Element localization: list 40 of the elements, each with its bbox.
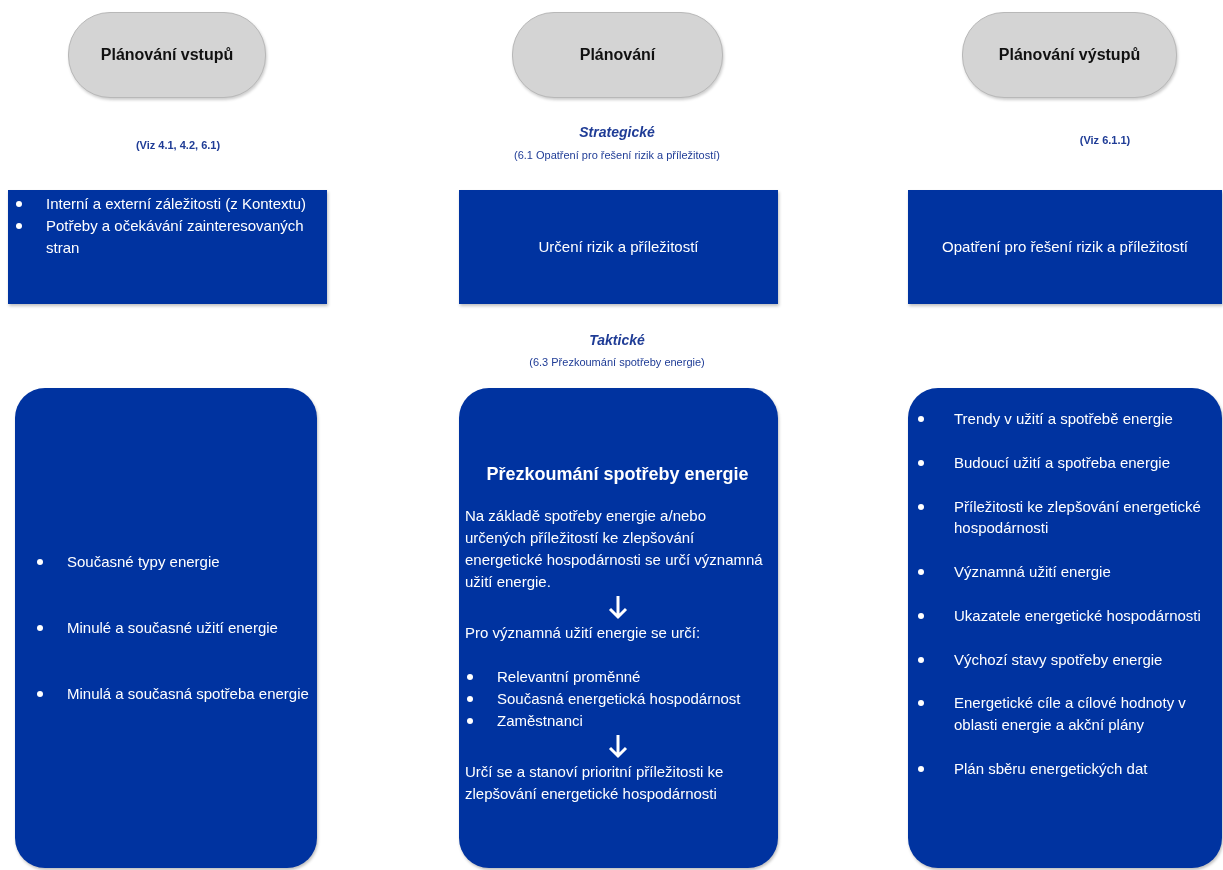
section-heading: Taktické <box>589 332 645 348</box>
list-item: Interní a externí záležitosti (z Kontextu) <box>46 194 307 214</box>
paragraph: Určí se a stanoví prioritní příležitosti ke zlepšování energetické hospodárnosti <box>465 762 725 805</box>
list-item: Ukazatele energetické hospodárnosti <box>954 605 1201 626</box>
phase-title: Plánování vstupů <box>100 46 234 64</box>
phase-title: Plánování výstupů <box>998 46 1141 64</box>
box-text: Určení rizik a příležitostí <box>537 237 700 258</box>
phase-pill <box>512 12 723 98</box>
reference-note: (6.3 Přezkoumání spotřeby energie) <box>529 356 705 368</box>
list-item: Relevantní proměnné <box>497 667 641 688</box>
phase-pill <box>962 12 1177 98</box>
list-item: Minulé a současné užití energie <box>67 618 278 639</box>
list-item: Budoucí užití a spotřeba energie <box>954 452 1170 473</box>
phase-pill <box>68 12 266 98</box>
list-item: Minulá a současná spotřeba energie <box>67 683 309 704</box>
list-item: Současné typy energie <box>67 552 220 573</box>
detail-card <box>15 388 317 868</box>
section-heading: Strategické <box>579 124 655 140</box>
paragraph: Na základě spotřeby energie a/nebo určených příležitostí ke zlepšování energetické hospodárnosti se určí významná užití energie. <box>465 506 764 592</box>
list-item: Energetické cíle a cílové hodnoty v oblasti energie a akční plány <box>954 693 1187 735</box>
process-box <box>8 190 327 304</box>
list-item: Zaměstnanci <box>497 710 583 731</box>
reference-note: (Viz 4.1, 4.2, 6.1) <box>135 139 221 151</box>
list-item: Výchozí stavy spotřeby energie <box>954 649 1163 670</box>
card-heading: Přezkoumání spotřeby energie <box>485 463 750 487</box>
list-item: Současná energetická hospodárnost <box>497 688 741 709</box>
detail-card <box>908 388 1222 868</box>
list-item: Plán sběru energetických dat <box>954 758 1148 779</box>
reference-note: (Viz 6.1.1) <box>1079 134 1131 146</box>
list-item: Trendy v užití a spotřebě energie <box>954 409 1173 429</box>
phase-title: Plánování <box>579 46 656 64</box>
list-item: Potřeby a očekávání zainteresovaných stran <box>46 215 305 258</box>
list-item: Významná užití energie <box>954 562 1111 582</box>
reference-note: (6.1 Opatření pro řešení rizik a příležitostí) <box>514 149 720 161</box>
list-item: Příležitosti ke zlepšování energetické hospodárnosti <box>954 496 1202 539</box>
process-box <box>908 190 1222 304</box>
process-box <box>459 190 778 304</box>
detail-card <box>459 388 778 868</box>
paragraph: Pro významná užití energie se určí: <box>465 623 702 644</box>
box-text: Opatření pro řešení rizik a příležitostí <box>941 237 1189 258</box>
